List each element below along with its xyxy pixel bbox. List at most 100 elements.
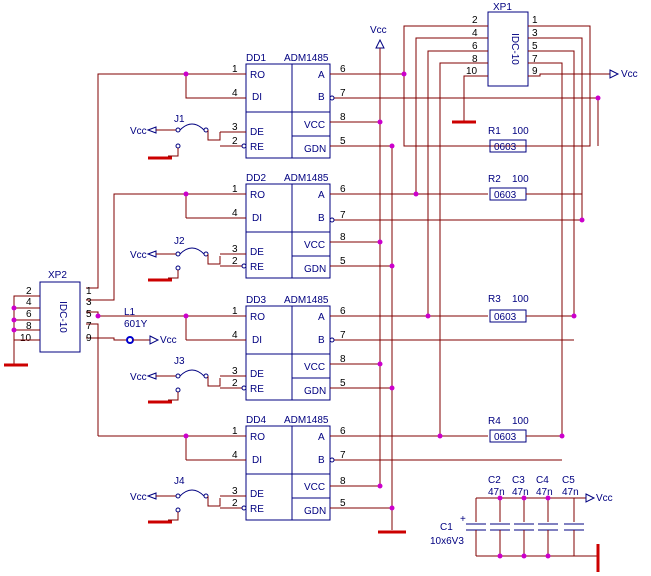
chip-part: ADM1485 bbox=[284, 415, 329, 426]
cap-ref: C2 bbox=[488, 475, 501, 486]
xp2-pin-label: 1 bbox=[86, 286, 92, 297]
junction-dots bbox=[11, 71, 601, 559]
chip-pin-name: VCC bbox=[304, 482, 325, 493]
xp2-ref: XP2 bbox=[48, 270, 67, 281]
resistor-package: 0603 bbox=[494, 312, 517, 323]
chip-dd3: DD3 ADM1485 RO DI DE RE A B VCC GDN bbox=[245, 295, 331, 401]
chip-pin-name: RO bbox=[250, 70, 265, 81]
chip-pin-name: GDN bbox=[304, 386, 326, 397]
xp2-pin-label: 3 bbox=[86, 297, 92, 308]
xp1-pin-label: 5 bbox=[532, 41, 538, 52]
chip-pin-num: 1 bbox=[232, 184, 238, 195]
resistor-r4: R4 100 0603 bbox=[488, 416, 562, 443]
jumper-ref: J2 bbox=[174, 236, 185, 247]
chip-pin-num: 8 bbox=[340, 476, 346, 487]
chip-pin-num: 1 bbox=[232, 306, 238, 317]
chip-pin-num: 2 bbox=[232, 498, 238, 509]
resistor-value: 100 bbox=[512, 126, 529, 137]
resistor-value: 100 bbox=[512, 416, 529, 427]
chip-pin-name: RO bbox=[250, 312, 265, 323]
chip-pin-name: DE bbox=[250, 247, 264, 258]
chip-pin-num: 5 bbox=[340, 378, 346, 389]
chip-pin-name: A bbox=[318, 432, 325, 443]
xp1-pin-label: 8 bbox=[472, 54, 478, 65]
jumper-j4: J4 Vcc bbox=[130, 476, 221, 524]
l1-ref: L1 bbox=[124, 307, 136, 318]
chip-pin-num: 5 bbox=[340, 136, 346, 147]
chip-pin-name: RO bbox=[250, 190, 265, 201]
chip-ref: DD2 bbox=[246, 173, 266, 184]
xp2-pin-label: 4 bbox=[26, 297, 32, 308]
chip-pin-name: GDN bbox=[304, 144, 326, 155]
chip-pin-name: RE bbox=[250, 142, 264, 153]
chip-pin-name: RE bbox=[250, 504, 264, 515]
chip-pin-name: DE bbox=[250, 127, 264, 138]
chip-ref: DD3 bbox=[246, 295, 266, 306]
vcc-label-j1: Vcc bbox=[130, 126, 147, 137]
chip-pin-num: 1 bbox=[232, 426, 238, 437]
chip-pin-name: DE bbox=[250, 369, 264, 380]
chip-dd4: DD4 ADM1485 RO DI DE RE A B VCC GDN bbox=[245, 415, 331, 521]
chip-pin-num: 8 bbox=[340, 112, 346, 123]
vcc-label-top: Vcc bbox=[370, 25, 387, 36]
chip-pin-num: 4 bbox=[232, 330, 238, 341]
xp2-pin-label: 9 bbox=[86, 333, 92, 344]
xp2-connector: XP2 IDC-10 2 4 6 8 10 1 3 5 7 9 bbox=[4, 270, 92, 367]
chip-dd2: DD2 ADM1485 RO DI DE RE A B VCC GDN bbox=[245, 173, 331, 279]
jumper-j1: J1 Vcc bbox=[130, 114, 221, 160]
chip-pin-name: GDN bbox=[304, 264, 326, 275]
c1-polarity: + bbox=[460, 514, 466, 525]
cap-ref: C4 bbox=[536, 475, 549, 486]
chip-ref: DD4 bbox=[246, 415, 266, 426]
xp2-pin-label: 6 bbox=[26, 309, 32, 320]
chip-pin-num: 7 bbox=[340, 210, 346, 221]
xp1-connector: XP1 IDC-10 2 4 6 8 10 1 3 5 7 9 bbox=[466, 2, 538, 87]
xp1-pin-label: 2 bbox=[472, 15, 478, 26]
vcc-label-j2: Vcc bbox=[130, 250, 147, 261]
chip-pin-name: B bbox=[318, 92, 325, 103]
cap-value: 47n bbox=[512, 487, 529, 498]
resistor-ref: R4 bbox=[488, 416, 501, 427]
jumper-j2: J2 Vcc bbox=[130, 236, 221, 282]
xp1-ref: XP1 bbox=[493, 2, 512, 13]
resistor-ref: R3 bbox=[488, 294, 501, 305]
vcc-label-xp1: Vcc bbox=[621, 69, 638, 80]
capacitor-bank: C2 47n C3 47n C4 47n C5 47n Vcc C1 10x6V… bbox=[430, 475, 613, 572]
inductor-l1: L1 601Y Vcc bbox=[124, 307, 177, 346]
cap-ref: C3 bbox=[512, 475, 525, 486]
resistor-package: 0603 bbox=[494, 142, 517, 153]
chip-pin-name: DI bbox=[252, 213, 262, 224]
chip-pin-name: GDN bbox=[304, 506, 326, 517]
chip-ref: DD1 bbox=[246, 53, 266, 64]
chip-pin-name: RO bbox=[250, 432, 265, 443]
chip-pin-name: DI bbox=[252, 455, 262, 466]
chip-pin-num: 3 bbox=[232, 486, 238, 497]
chip-pin-num: 3 bbox=[232, 244, 238, 255]
resistor-r2: R2 100 0603 bbox=[488, 174, 582, 201]
resistor-value: 100 bbox=[512, 294, 529, 305]
chip-pin-name: RE bbox=[250, 384, 264, 395]
xp2-pin-label: 8 bbox=[26, 321, 32, 332]
chip-pin-name: B bbox=[318, 455, 325, 466]
chip-pin-num: 7 bbox=[340, 88, 346, 99]
chip-pin-num: 2 bbox=[232, 256, 238, 267]
xp2-pin-label: 5 bbox=[86, 309, 92, 320]
vcc-label-j4: Vcc bbox=[130, 492, 147, 503]
chip-pin-name: RE bbox=[250, 262, 264, 273]
chip-pin-name: A bbox=[318, 190, 325, 201]
chip-pin-num: 7 bbox=[340, 330, 346, 341]
resistor-ref: R2 bbox=[488, 174, 501, 185]
chip-pin-name: B bbox=[318, 213, 325, 224]
chip-pin-num: 6 bbox=[340, 184, 346, 195]
resistor-r1: R1 100 0603 bbox=[488, 126, 529, 153]
jumper-ref: J1 bbox=[174, 114, 185, 125]
chip-pin-num: 8 bbox=[340, 354, 346, 365]
resistor-package: 0603 bbox=[494, 432, 517, 443]
c1-ref: C1 bbox=[440, 522, 453, 533]
chip-pin-num: 4 bbox=[232, 208, 238, 219]
chip-part: ADM1485 bbox=[284, 295, 329, 306]
resistor-value: 100 bbox=[512, 174, 529, 185]
xp1-wires: Vcc bbox=[403, 25, 638, 436]
xp1-pin-label: 6 bbox=[472, 41, 478, 52]
vcc-label-l1: Vcc bbox=[160, 335, 177, 346]
